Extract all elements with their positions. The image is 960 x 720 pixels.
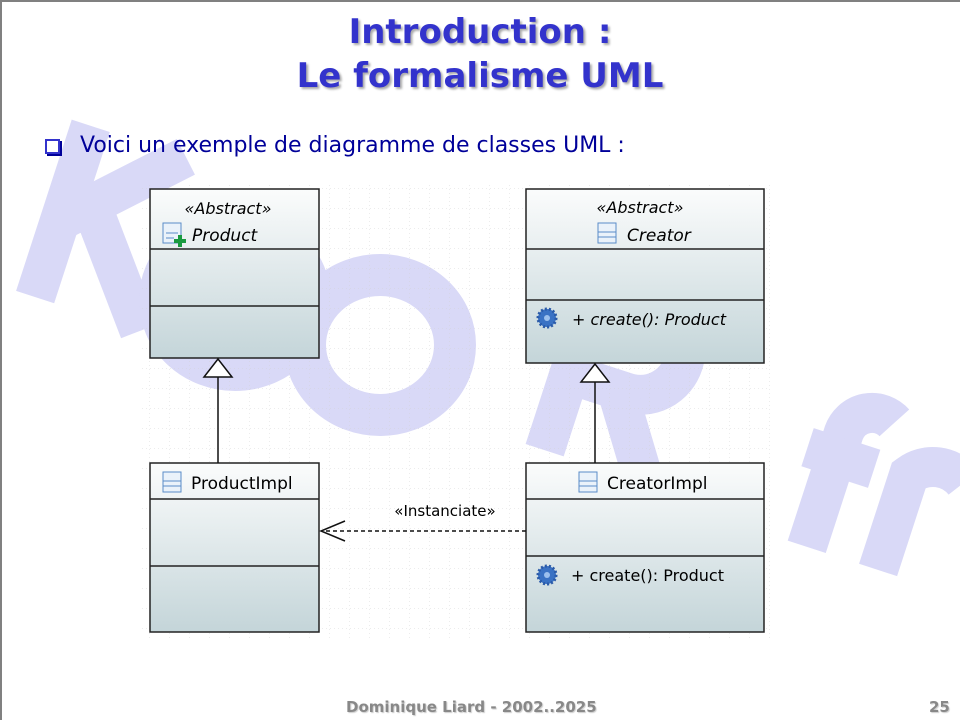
method-gear-icon — [536, 564, 558, 586]
dependency-label: «Instanciate» — [394, 502, 495, 520]
class-icon — [578, 471, 598, 493]
class-name: Creator — [627, 226, 692, 246]
class-name: ProductImpl — [191, 474, 293, 494]
generalization-productimpl-product — [202, 357, 234, 463]
class-product[interactable]: «Abstract» Product — [149, 188, 320, 359]
method-gear-icon — [536, 307, 558, 329]
operation: + create(): Product — [571, 566, 724, 585]
class-creatorimpl[interactable]: CreatorImpl + create(): Product — [525, 462, 765, 633]
footer-author: Dominique Liard - 2002..2025 — [346, 698, 597, 716]
class-icon — [597, 222, 617, 244]
class-stereotype: «Abstract» — [185, 199, 272, 218]
slide-title-line2: Le formalisme UML — [296, 56, 664, 96]
operation: + create(): Product — [572, 310, 727, 329]
abstract-class-icon — [162, 222, 186, 247]
class-icon — [162, 471, 182, 493]
dependency-instanciate: «Instanciate» — [319, 502, 526, 542]
generalization-creatorimpl-creator — [579, 362, 611, 463]
class-stereotype: «Abstract» — [597, 198, 684, 217]
checkbox-bullet-icon — [45, 138, 60, 154]
class-creator[interactable]: «Abstract» Creator + create(): Product — [525, 188, 765, 364]
watermark-letters-fr — [787, 392, 960, 577]
class-name: CreatorImpl — [607, 474, 708, 494]
class-productimpl[interactable]: ProductImpl — [149, 462, 320, 633]
bullet-item: Voici un exemple de diagramme de classes… — [45, 132, 625, 160]
page-number: 25 — [929, 698, 950, 716]
watermark-letter-k — [16, 119, 195, 339]
bullet-text: Voici un exemple de diagramme de classes… — [80, 133, 625, 158]
slide-title-line1: Introduction : — [348, 12, 612, 52]
class-name: Product — [192, 226, 259, 246]
